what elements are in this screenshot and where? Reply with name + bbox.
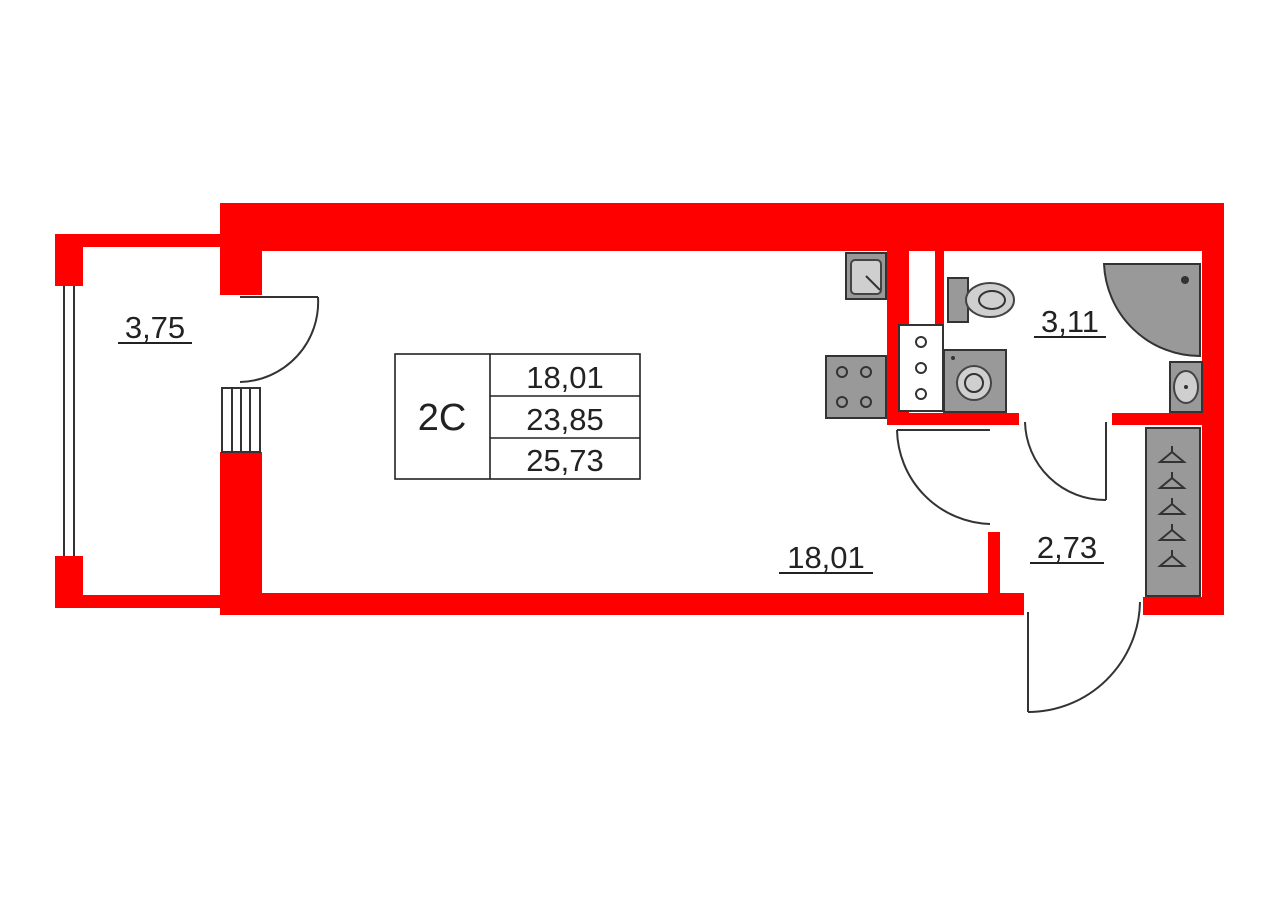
bathroom-wall-bottom-right <box>1112 413 1224 425</box>
balcony-wall-top <box>55 234 222 247</box>
bathroom-sink <box>1169 361 1203 413</box>
balcony-wall-bottom <box>55 595 222 608</box>
bathroom-door <box>1024 421 1107 502</box>
wall-right <box>1202 203 1224 615</box>
wardrobe-wall-bottom <box>1143 597 1224 615</box>
area-table: 2С 18,01 23,85 25,73 <box>394 353 641 480</box>
wall-bottom <box>220 593 1024 615</box>
balcony-pier-top <box>55 234 83 286</box>
main-room-area: 18,01 <box>787 540 865 575</box>
balcony-door <box>221 296 320 453</box>
entrance-door <box>1027 601 1141 713</box>
table-total-area: 23,85 <box>526 402 604 437</box>
room-labels: 3,75 18,01 3,11 2,73 <box>118 304 1106 575</box>
table-living-area: 18,01 <box>526 360 604 395</box>
hallway-area: 2,73 <box>1037 530 1097 565</box>
apartment-type: 2С <box>418 397 467 439</box>
wall-left-lower <box>220 452 262 614</box>
balcony-window <box>63 286 75 556</box>
bathroom-area: 3,11 <box>1041 304 1099 339</box>
bathroom-wall-bottom-left <box>887 413 1019 425</box>
toilet <box>947 277 1015 323</box>
hallway-wall-post <box>988 532 1000 612</box>
wall-left-upper <box>220 203 262 295</box>
kitchen-sink <box>845 252 887 300</box>
riser <box>898 324 944 412</box>
washing-machine <box>943 349 1007 413</box>
table-total-with-balcony: 25,73 <box>526 443 604 478</box>
balcony-area: 3,75 <box>125 310 185 345</box>
stove <box>825 355 887 419</box>
room-door <box>896 429 991 525</box>
wardrobe <box>1145 427 1201 597</box>
balcony-pier-bottom <box>55 556 83 608</box>
bathroom-wall-left-inner <box>935 245 944 325</box>
wall-top <box>220 203 1224 251</box>
shower-tray <box>1102 263 1201 358</box>
